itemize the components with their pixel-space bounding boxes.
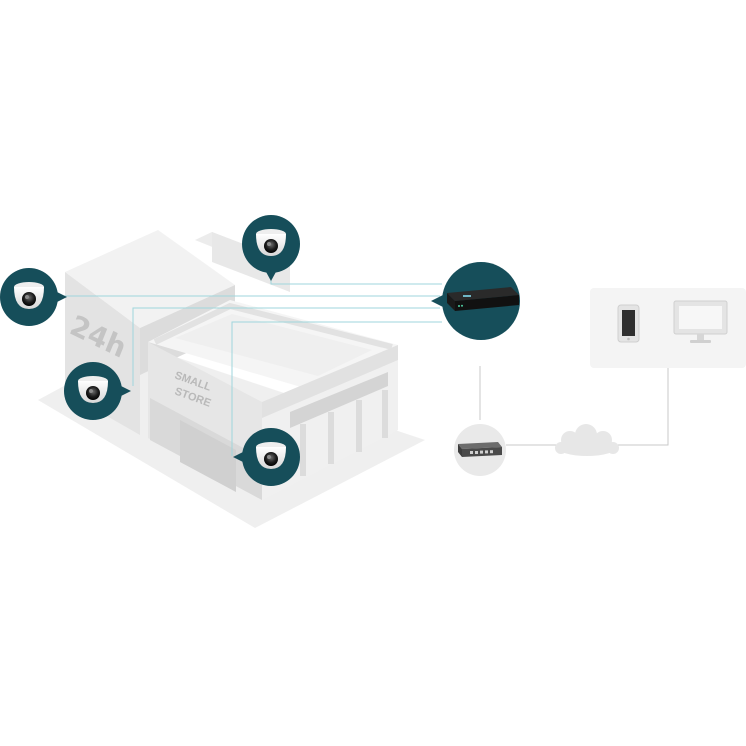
dome-camera-icon [78,376,108,403]
switch-bubble[interactable] [454,424,506,476]
camera-bubble-2[interactable] [242,215,300,281]
dome-camera-icon [256,229,286,256]
camera-bubble-1[interactable] [0,268,67,326]
network-switch-icon [458,442,502,457]
wire-cloud-clients [618,368,669,446]
dome-camera-icon [256,442,286,469]
roof-top-inner [175,314,372,376]
client-devices-panel [590,288,746,368]
back-block-roof [65,230,235,328]
column [328,412,334,464]
internet-cloud-icon [555,424,619,456]
smartphone-icon[interactable] [617,304,640,343]
column [356,400,362,452]
dome-camera-icon [14,282,44,309]
link-camera-2 [270,272,442,285]
camera-bubble-4[interactable] [233,428,300,486]
store-awning [262,345,398,418]
link-camera-3 [132,307,440,386]
video-recorder-icon [447,287,519,311]
column [300,424,306,476]
store-window [180,420,236,492]
monitor-icon[interactable] [673,300,728,343]
link-camera-4 [231,321,442,456]
store-canopy-strip [290,372,388,428]
network-wiring [479,366,669,446]
column [382,390,388,438]
camera-bubble-3[interactable] [64,362,131,420]
nvr-bubble[interactable] [431,262,520,340]
roof-parapet [153,302,393,350]
